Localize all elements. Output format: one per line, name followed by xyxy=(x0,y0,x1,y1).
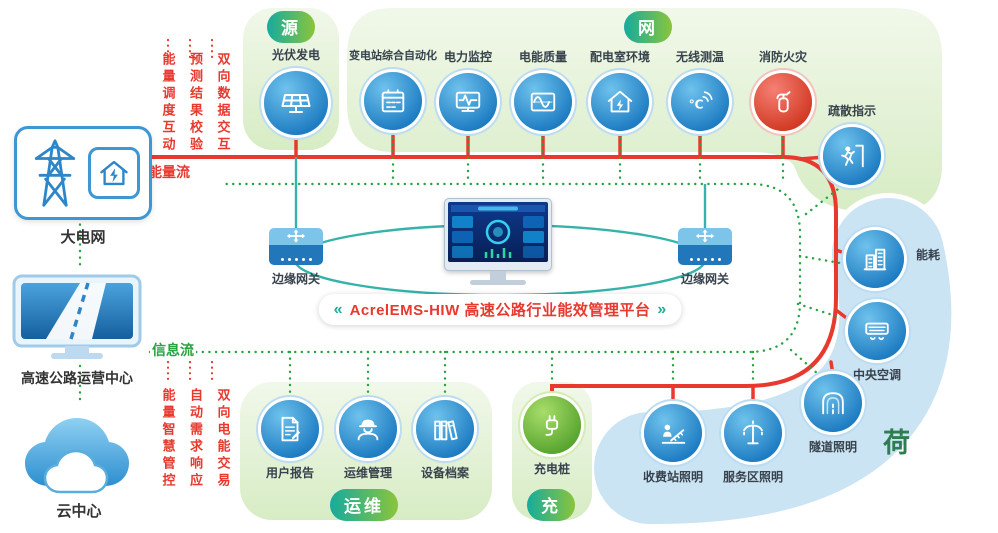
annotation-dotted-lines xyxy=(166,38,214,386)
pv-icon xyxy=(264,71,328,136)
edge-gateway-left-label: 边缘网关 xyxy=(271,272,320,286)
evacuation-label: 疏散指示 xyxy=(827,104,876,118)
gateway-router-icon xyxy=(678,228,732,265)
cloud-icon xyxy=(25,418,129,494)
power-monitoring-label: 电力监控 xyxy=(443,50,492,64)
node-wireless-temp: 无线测温 ℃ xyxy=(655,50,745,132)
tunnel-icon xyxy=(804,374,862,432)
service-lighting-label: 服务区照明 xyxy=(722,470,783,484)
substation-automation-icon xyxy=(364,72,422,131)
node-tunnel-lighting: 隧道照明 xyxy=(788,374,878,454)
node-evacuation: 疏散指示 xyxy=(807,104,897,186)
wireless-temp-label: 无线测温 xyxy=(675,50,724,64)
svg-text:℃: ℃ xyxy=(689,98,704,112)
om-management-label: 运维管理 xyxy=(343,466,392,480)
monitor-base xyxy=(470,280,526,285)
node-pv: 光伏发电 xyxy=(260,48,332,136)
right-guillemet: » xyxy=(657,300,667,318)
power-grid-label: 大电网 xyxy=(60,229,106,246)
node-service-lighting: 服务区照明 xyxy=(708,404,798,484)
monitor-stand xyxy=(490,271,506,280)
edge-gateway-right-label: 边缘网关 xyxy=(680,272,729,286)
edge-gateway-left: 边缘网关 xyxy=(264,228,328,287)
charge-badge: 充 xyxy=(527,489,575,521)
dist-room-env-label: 配电室环境 xyxy=(589,50,650,64)
cloud-center-item: 云中心 xyxy=(16,408,142,521)
grid-badge: 网 xyxy=(624,11,672,43)
transmission-tower-icon xyxy=(34,139,75,207)
central-ac-icon xyxy=(848,302,906,360)
power-quality-label: 电能质量 xyxy=(518,50,567,64)
charging-plug-icon xyxy=(523,396,581,454)
ops-center-item: 高速公路运营中心 xyxy=(12,274,142,388)
info-flow-lines xyxy=(78,136,848,406)
node-device-archive: 设备档案 xyxy=(400,400,490,480)
monitor-frame xyxy=(444,198,552,271)
node-power-monitoring: 电力监控 xyxy=(423,50,513,132)
dist-room-env-icon xyxy=(591,73,649,132)
user-report-label: 用户报告 xyxy=(265,466,314,480)
power-grid-box xyxy=(14,126,152,220)
node-energy-use: 能耗 xyxy=(846,230,940,288)
platform-title-pill: « AcrelEMS-HIW 高速公路行业能效管理平台 » xyxy=(318,294,682,325)
toll-station-icon xyxy=(644,404,702,462)
toll-lighting-label: 收费站照明 xyxy=(642,470,703,484)
annotation-bidirectional-trading: 双向电能交易 xyxy=(215,388,231,490)
load-badge: 荷 xyxy=(883,428,910,458)
source-badge: 源 xyxy=(267,11,315,43)
node-user-report: 用户报告 xyxy=(245,400,335,480)
energy-flow-label: 能量流 xyxy=(148,164,190,180)
substation-label: 变电站综合自动化 xyxy=(349,50,437,62)
wireless-temp-icon: ℃ xyxy=(671,73,729,132)
node-om-management: 运维管理 xyxy=(323,400,413,480)
cloud-center-label: 云中心 xyxy=(56,503,102,520)
info-flow-label: 信息流 xyxy=(150,340,196,360)
annotation-smart-energy-control: 能量智慧管控 xyxy=(160,388,176,490)
tunnel-lighting-label: 隧道照明 xyxy=(808,440,857,454)
power-monitoring-icon xyxy=(439,73,497,132)
node-charging-pile: 充电桩 xyxy=(507,396,597,476)
ops-center-label: 高速公路运营中心 xyxy=(21,370,133,386)
central-ac-label: 中央空调 xyxy=(852,368,901,382)
annotation-bidirectional-data: 双向数据交互 xyxy=(215,52,231,154)
node-toll-lighting: 收费站照明 xyxy=(628,404,718,484)
edge-gateway-right: 边缘网关 xyxy=(673,228,737,287)
worker-helmet-icon xyxy=(339,400,397,458)
archive-books-icon xyxy=(416,400,474,458)
evacuation-runner-icon xyxy=(823,127,881,186)
grid-house-icon xyxy=(87,147,140,199)
left-guillemet: « xyxy=(333,300,343,318)
platform-title: AcrelEMS-HIW 高速公路行业能效管理平台 xyxy=(349,302,651,319)
energy-flow-lines xyxy=(146,132,852,410)
dashboard-screen xyxy=(448,202,548,262)
node-dist-room-env: 配电室环境 xyxy=(575,50,665,132)
device-archive-label: 设备档案 xyxy=(420,466,469,480)
fire-extinguisher-icon xyxy=(754,73,812,132)
report-document-icon xyxy=(261,400,319,458)
street-lamp-icon xyxy=(724,404,782,462)
charging-pile-label: 充电桩 xyxy=(533,462,570,476)
node-substation: 变电站综合自动化 xyxy=(336,50,450,131)
pv-label: 光伏发电 xyxy=(271,48,320,62)
power-grid-item: 大电网 xyxy=(14,126,152,247)
annotation-energy-dispatch: 能量调度互动 xyxy=(160,52,176,154)
annotation-auto-demand-response: 自动需求响应 xyxy=(188,388,203,490)
ops-center-monitor-icon xyxy=(12,274,142,359)
node-power-quality: 电能质量 xyxy=(498,50,588,132)
gateway-router-icon xyxy=(269,228,323,265)
annotation-forecast-check: 预测结果校验 xyxy=(188,52,203,154)
power-quality-icon xyxy=(514,73,572,132)
fire-safety-label: 消防火灾 xyxy=(758,50,807,64)
node-fire-safety: 消防火灾 xyxy=(738,50,828,132)
node-central-ac: 中央空调 xyxy=(832,302,922,382)
bottom-annotations: 能量智慧管控 自动需求响应 双向电能交易 xyxy=(158,388,233,490)
ops-badge: 运维 xyxy=(330,489,398,521)
energy-use-building-icon xyxy=(846,230,904,288)
energy-use-label: 能耗 xyxy=(916,248,941,262)
top-annotations: 能量调度互动 预测结果校验 双向数据交互 xyxy=(158,52,233,154)
platform-monitor xyxy=(444,198,552,285)
